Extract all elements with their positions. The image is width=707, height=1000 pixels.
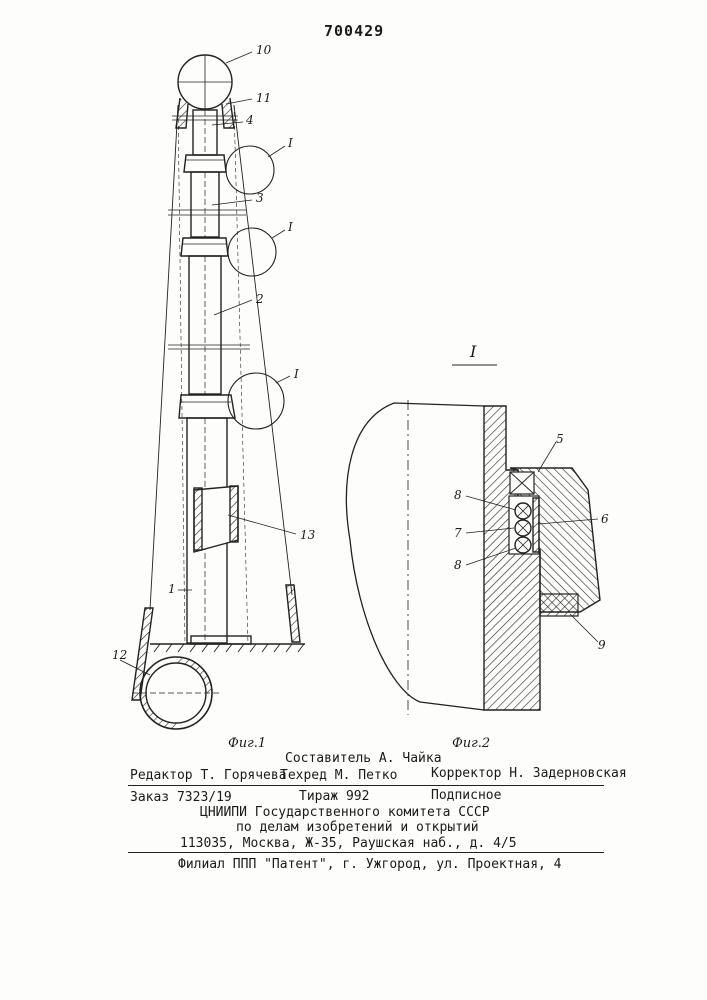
org-line-1: ЦНИИПИ Государственного комитета СССР (200, 805, 490, 820)
editor-line: Редактор Т. Горячева (130, 768, 287, 783)
order-line: Заказ 7323/19 (130, 790, 232, 805)
subscription-line: Подписное (431, 788, 501, 803)
label-11: 11 (256, 91, 271, 105)
label-13: 13 (300, 528, 315, 542)
label-6: 6 (601, 512, 609, 526)
label-8-top: 8 (454, 488, 462, 502)
label-10: 10 (256, 43, 271, 57)
label-7: 7 (454, 526, 462, 540)
figure-2-title: I (470, 342, 476, 361)
org-line-2: по делам изобретений и открытий (236, 820, 479, 835)
compiler-line: Составитель А. Чайка (285, 751, 442, 766)
label-detail-I-2: I (288, 220, 293, 234)
label-4: 4 (246, 113, 254, 127)
label-1: 1 (168, 582, 176, 596)
label-8-bottom: 8 (454, 558, 462, 572)
label-detail-I-1: I (288, 136, 293, 150)
figure-2-caption: Фиг.2 (452, 736, 490, 751)
address-line: 113035, Москва, Ж-35, Раушская наб., д. … (180, 836, 517, 851)
figure-1-caption: Фиг.1 (228, 736, 266, 751)
label-9: 9 (598, 638, 606, 652)
colophon-rule-bottom (128, 852, 604, 853)
label-2: 2 (256, 292, 264, 306)
colophon-rule-top (128, 785, 604, 786)
label-detail-I-3: I (294, 367, 299, 381)
label-3: 3 (256, 191, 264, 205)
label-12: 12 (112, 648, 127, 662)
techred-line: Техред М. Петко (280, 768, 397, 783)
circulation-line: Тираж 992 (299, 789, 369, 804)
corrector-line: Корректор Н. Задерновская (431, 766, 627, 781)
branch-line: Филиал ППП "Патент", г. Ужгород, ул. Про… (178, 857, 562, 872)
label-5: 5 (556, 432, 564, 446)
